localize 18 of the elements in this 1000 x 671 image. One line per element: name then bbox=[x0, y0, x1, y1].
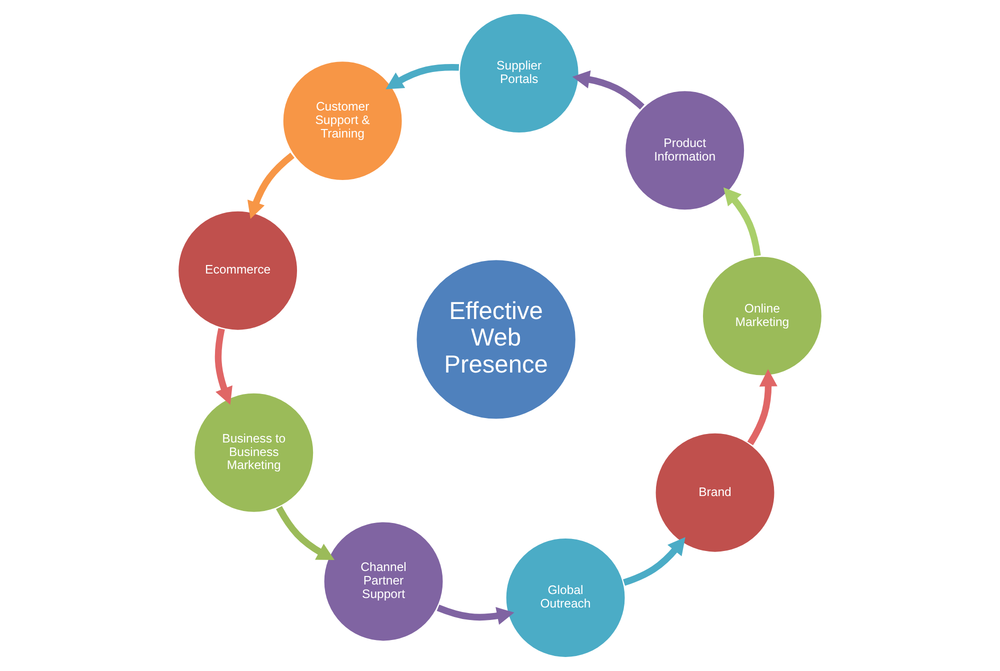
arrow bbox=[386, 64, 459, 90]
node-circle: Supplier Portals bbox=[458, 12, 581, 135]
arrow bbox=[622, 537, 686, 586]
node-circle: Brand bbox=[654, 431, 776, 554]
node-circle: Channel Partner Support bbox=[322, 520, 445, 643]
node-circle: Product Information bbox=[623, 88, 746, 212]
arrow bbox=[214, 328, 232, 405]
arrow bbox=[436, 604, 514, 625]
node-circle: Online Marketing bbox=[700, 254, 824, 378]
arrow bbox=[572, 70, 644, 110]
node-circle: Global Outreach bbox=[504, 536, 627, 660]
arrow bbox=[247, 152, 294, 219]
node-circle: Business to Business Marketing bbox=[192, 391, 316, 514]
node-circle: Ecommerce bbox=[176, 209, 300, 332]
node-circle: Effective Web Presence bbox=[414, 258, 578, 422]
arrow bbox=[276, 506, 335, 560]
arrow bbox=[747, 369, 778, 446]
arrow bbox=[723, 187, 761, 256]
